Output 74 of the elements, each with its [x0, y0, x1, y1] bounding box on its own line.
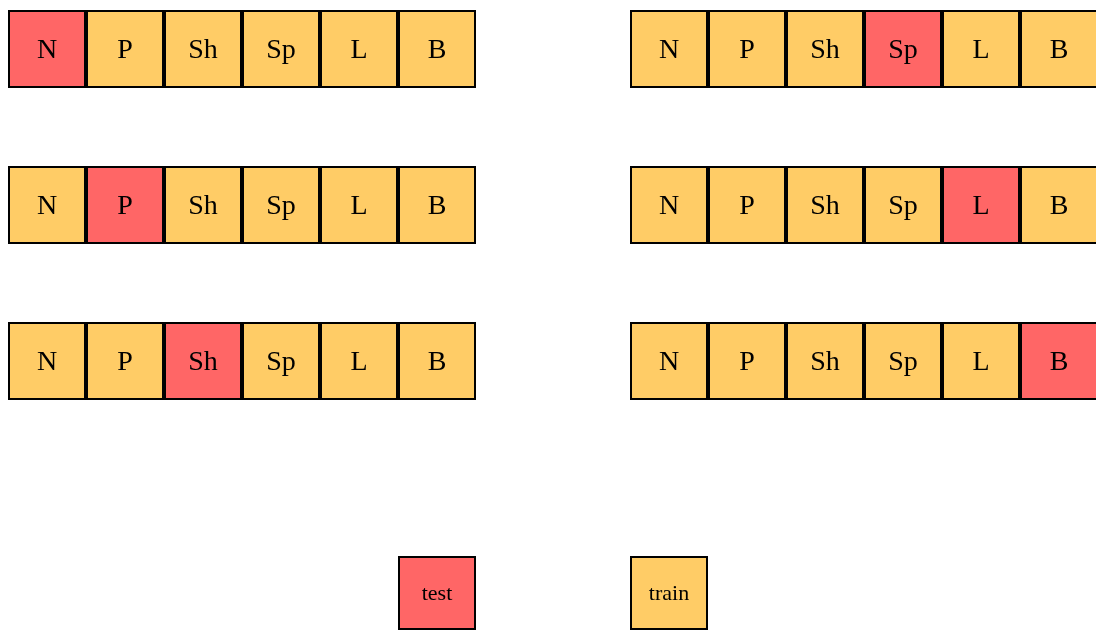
cell-box	[86, 10, 164, 88]
cell-box	[864, 322, 942, 400]
cell-label: Sh	[810, 347, 840, 375]
cell-label: P	[117, 191, 133, 219]
cell-label: B	[427, 35, 447, 63]
cell-box	[164, 166, 242, 244]
cell-label: P	[739, 191, 755, 219]
cell-box	[942, 166, 1020, 244]
cell-box	[398, 322, 476, 400]
cell-box	[630, 166, 708, 244]
cell-box	[242, 10, 320, 88]
cell-box	[708, 166, 786, 244]
cell-box	[320, 322, 398, 400]
cell-label: Sp	[266, 35, 296, 63]
cell-label: B	[1049, 35, 1069, 63]
cell-box	[630, 10, 708, 88]
cell-box	[942, 10, 1020, 88]
legend-label: train	[648, 582, 690, 604]
cell-box	[8, 166, 86, 244]
cell-box	[630, 322, 708, 400]
cell-box	[786, 322, 864, 400]
cell-label: Sh	[188, 191, 218, 219]
cell-label: P	[117, 35, 133, 63]
cell-box	[242, 322, 320, 400]
cell-label: N	[658, 191, 680, 219]
cell-box	[786, 166, 864, 244]
cell-label: Sh	[188, 347, 218, 375]
cell-label: Sp	[888, 347, 918, 375]
cell-label: N	[658, 347, 680, 375]
cell-label: Sp	[888, 35, 918, 63]
cell-label: L	[350, 347, 368, 375]
cell-box	[1020, 10, 1096, 88]
cell-label: L	[350, 35, 368, 63]
cell-label: P	[739, 35, 755, 63]
cell-label: Sh	[810, 35, 840, 63]
cell-label: B	[427, 347, 447, 375]
cell-box	[86, 166, 164, 244]
cell-label: L	[972, 347, 990, 375]
cell-label: Sh	[810, 191, 840, 219]
legend-label: test	[421, 582, 453, 604]
cell-label: B	[1049, 191, 1069, 219]
cell-label: B	[1049, 347, 1069, 375]
cell-box	[164, 322, 242, 400]
cell-box	[242, 166, 320, 244]
cell-box	[708, 322, 786, 400]
cell-box	[86, 322, 164, 400]
cell-box	[164, 10, 242, 88]
cell-label: N	[36, 347, 58, 375]
cell-box	[8, 10, 86, 88]
cell-box	[1020, 322, 1096, 400]
cell-label: Sh	[188, 35, 218, 63]
cell-label: L	[972, 35, 990, 63]
cell-label: N	[36, 191, 58, 219]
cell-label: N	[658, 35, 680, 63]
cell-label: P	[739, 347, 755, 375]
cell-box	[398, 10, 476, 88]
cell-box	[708, 10, 786, 88]
cell-label: Sp	[888, 191, 918, 219]
cell-box	[320, 166, 398, 244]
cell-box	[1020, 166, 1096, 244]
cell-label: P	[117, 347, 133, 375]
cell-label: Sp	[266, 191, 296, 219]
cell-label: N	[36, 35, 58, 63]
cell-box	[864, 10, 942, 88]
cell-label: B	[427, 191, 447, 219]
cell-box	[786, 10, 864, 88]
cell-label: L	[350, 191, 368, 219]
cell-box	[8, 322, 86, 400]
cell-box	[864, 166, 942, 244]
cell-box	[320, 10, 398, 88]
cell-label: L	[972, 191, 990, 219]
cell-label: Sp	[266, 347, 296, 375]
cell-box	[942, 322, 1020, 400]
cell-box	[398, 166, 476, 244]
